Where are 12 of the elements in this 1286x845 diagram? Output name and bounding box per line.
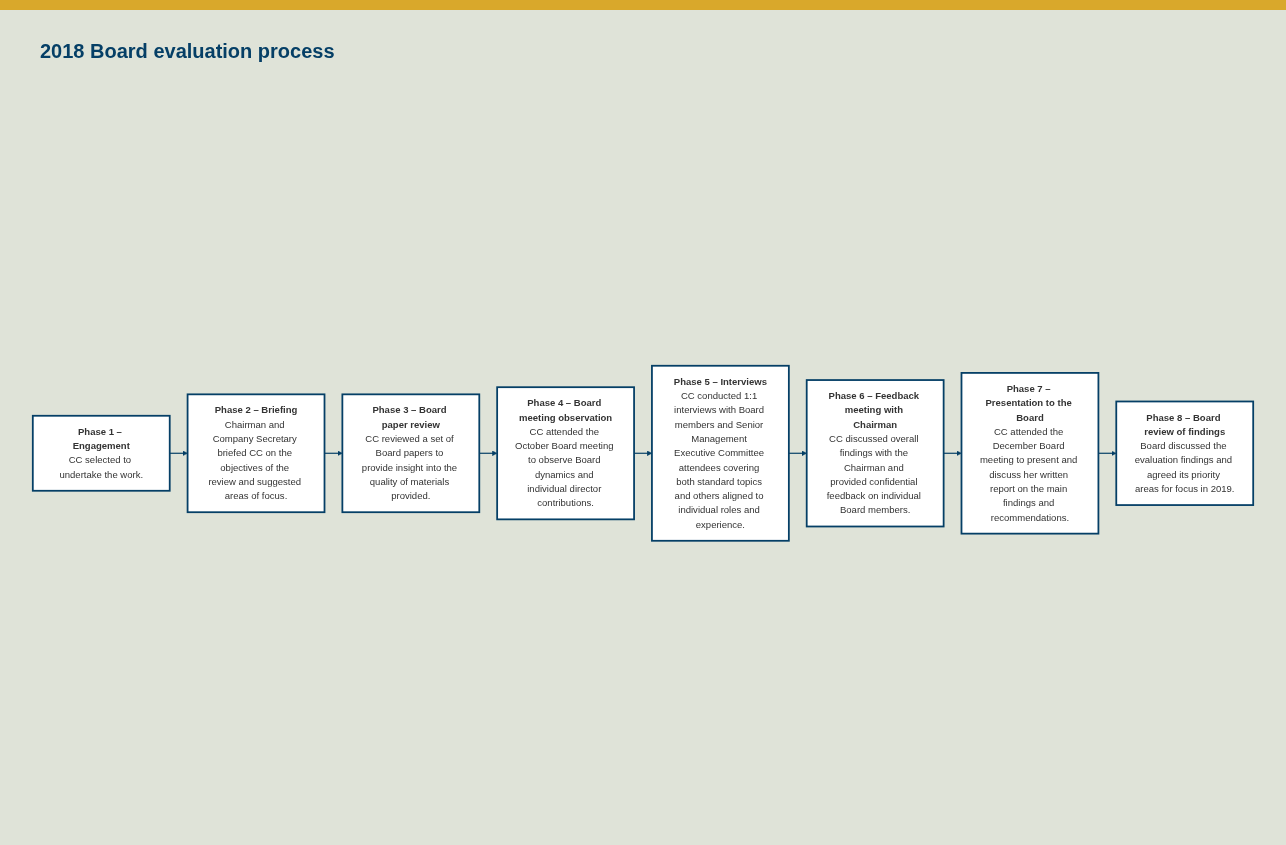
node-box: Phase 7 – Presentation to the Board CC attended the December Board meeting to present and discuss her written report on the main findings and recommendations. (960, 371, 1100, 535)
node-box: Phase 2 – Briefing Chairman and Company Secretary briefed CC on the objectives of the review and suggested areas of focus. (186, 393, 326, 513)
node-box: Phase 8 – Board review of findings Board discussed the evaluation findings and agreed its priority areas for focus in 2019. (1115, 400, 1255, 506)
node-box: Phase 1 – Engagement CC selected to undertake the work. (31, 414, 171, 492)
node-box: Phase 3 – Board paper review CC reviewed a set of Board papers to provide insight into the quality of materials provided. (341, 393, 481, 513)
diagram-title: 2018 Board evaluation process (40, 40, 336, 63)
arrow (169, 450, 188, 456)
arrow (788, 450, 807, 456)
node-box: Phase 5 – Interviews CC conducted 1:1 interviews with Board members and Senior Management Executive Committee attendees covering both standard topics and others aligned to individual roles and experience. (651, 364, 790, 542)
arrow (943, 450, 962, 456)
node-box: Phase 6 – Feedback meeting with Chairman CC discussed overall findings with the Chairman and provided confidential feedback on individual Board members. (805, 378, 945, 528)
node-box: Phase 4 – Board meeting observation CC attended the October Board meeting to observe Board dynamics and individual director contributions. (496, 386, 635, 520)
